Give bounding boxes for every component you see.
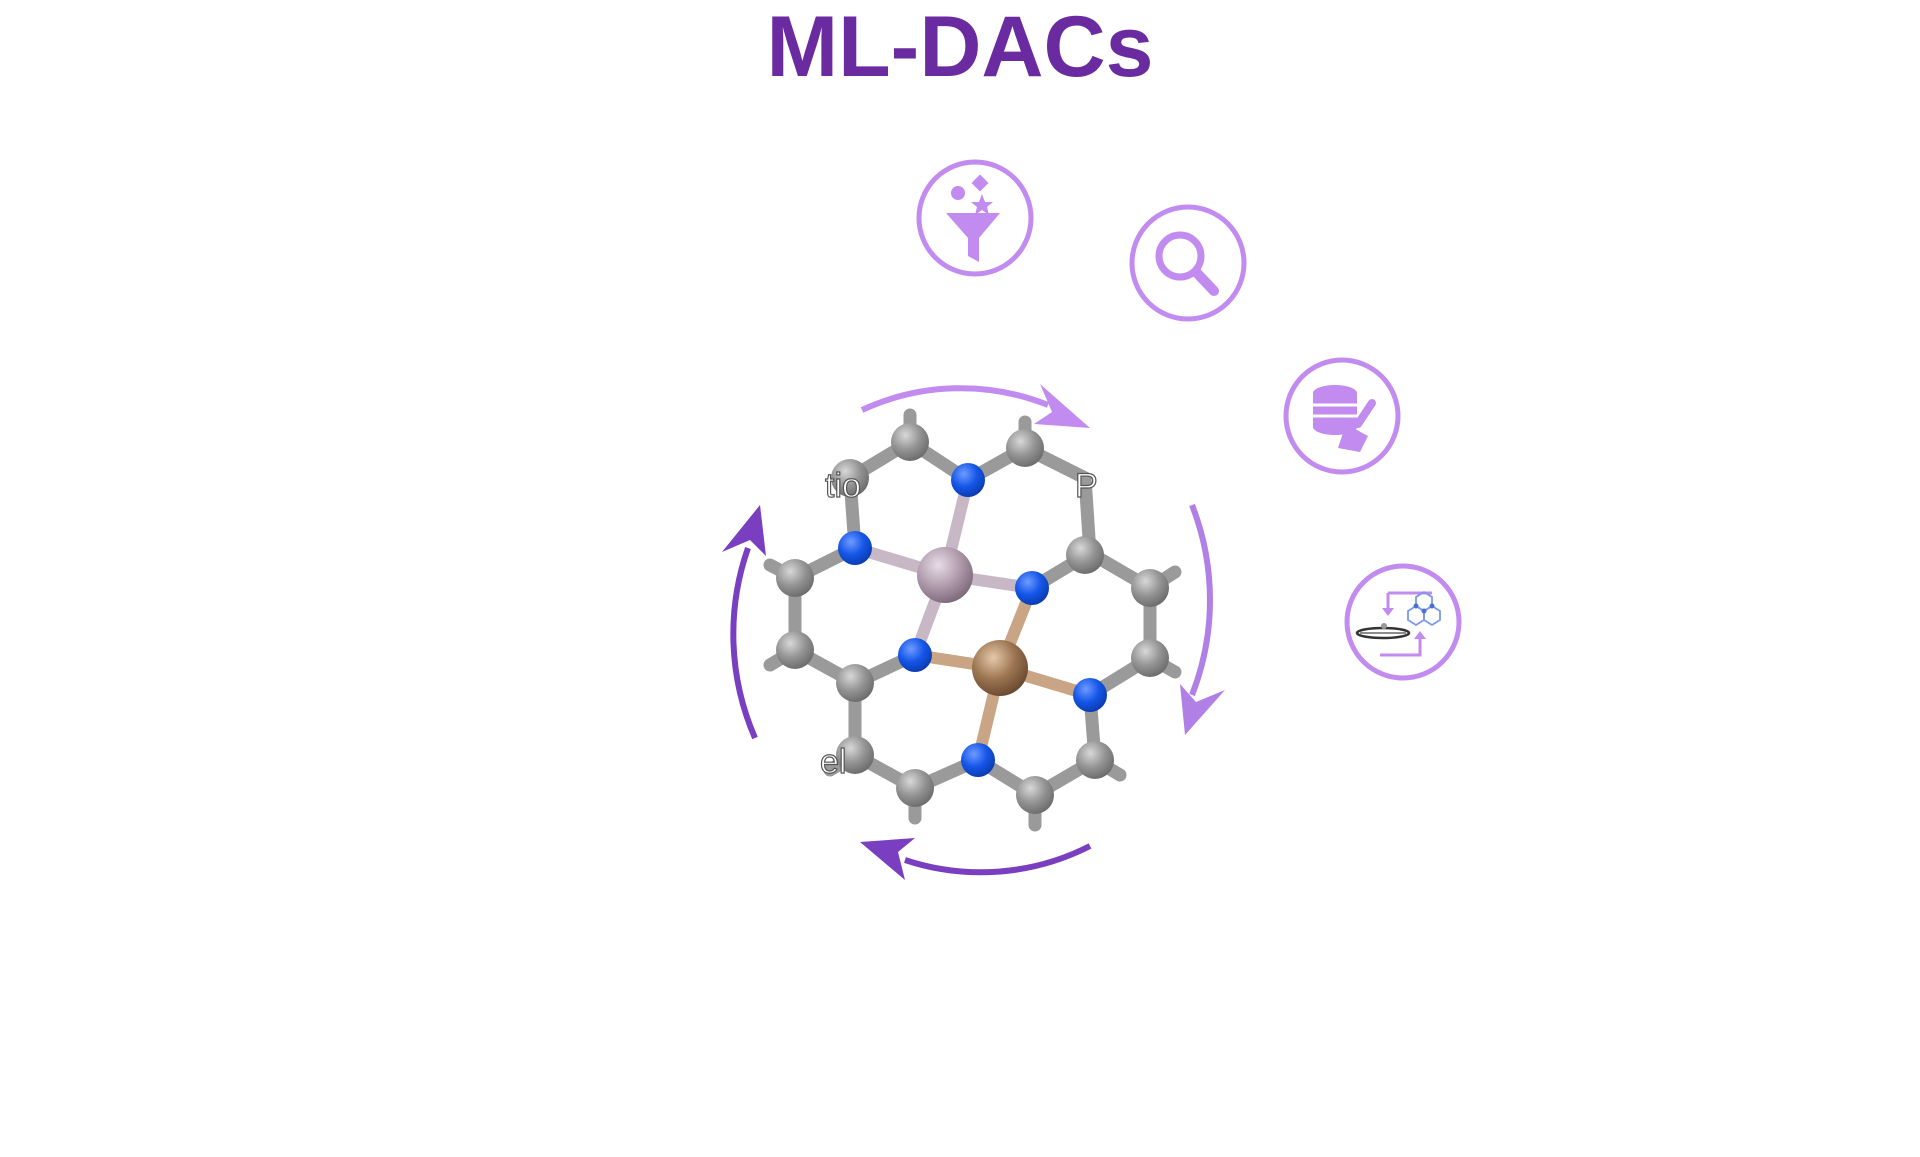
carbon-atoms: [776, 423, 1169, 814]
database-cleaning-icon: [1283, 357, 1401, 475]
metal-atoms: [917, 547, 1028, 696]
occluded-label-left-top: tio: [825, 467, 861, 505]
occluded-label-right-top: P: [1075, 467, 1098, 505]
nitrogen-atoms: [838, 463, 1107, 777]
search-magnifier-icon: [1129, 204, 1247, 322]
cycle-arrow-top: [860, 384, 1090, 428]
metal-nitrogen-bonds: [849, 474, 1096, 766]
feature-selection-funnel-icon: [916, 159, 1034, 277]
structure-model-icon: [1344, 563, 1462, 681]
cycle-arrows: [722, 384, 1225, 880]
cycle-arrow-bottom: [860, 838, 1092, 880]
cycle-arrow-left: [722, 505, 766, 740]
occluded-label-left-bottom: el: [820, 743, 846, 781]
page-title: ML-DACs: [766, 0, 1154, 95]
cycle-arrow-right: [1180, 503, 1225, 735]
